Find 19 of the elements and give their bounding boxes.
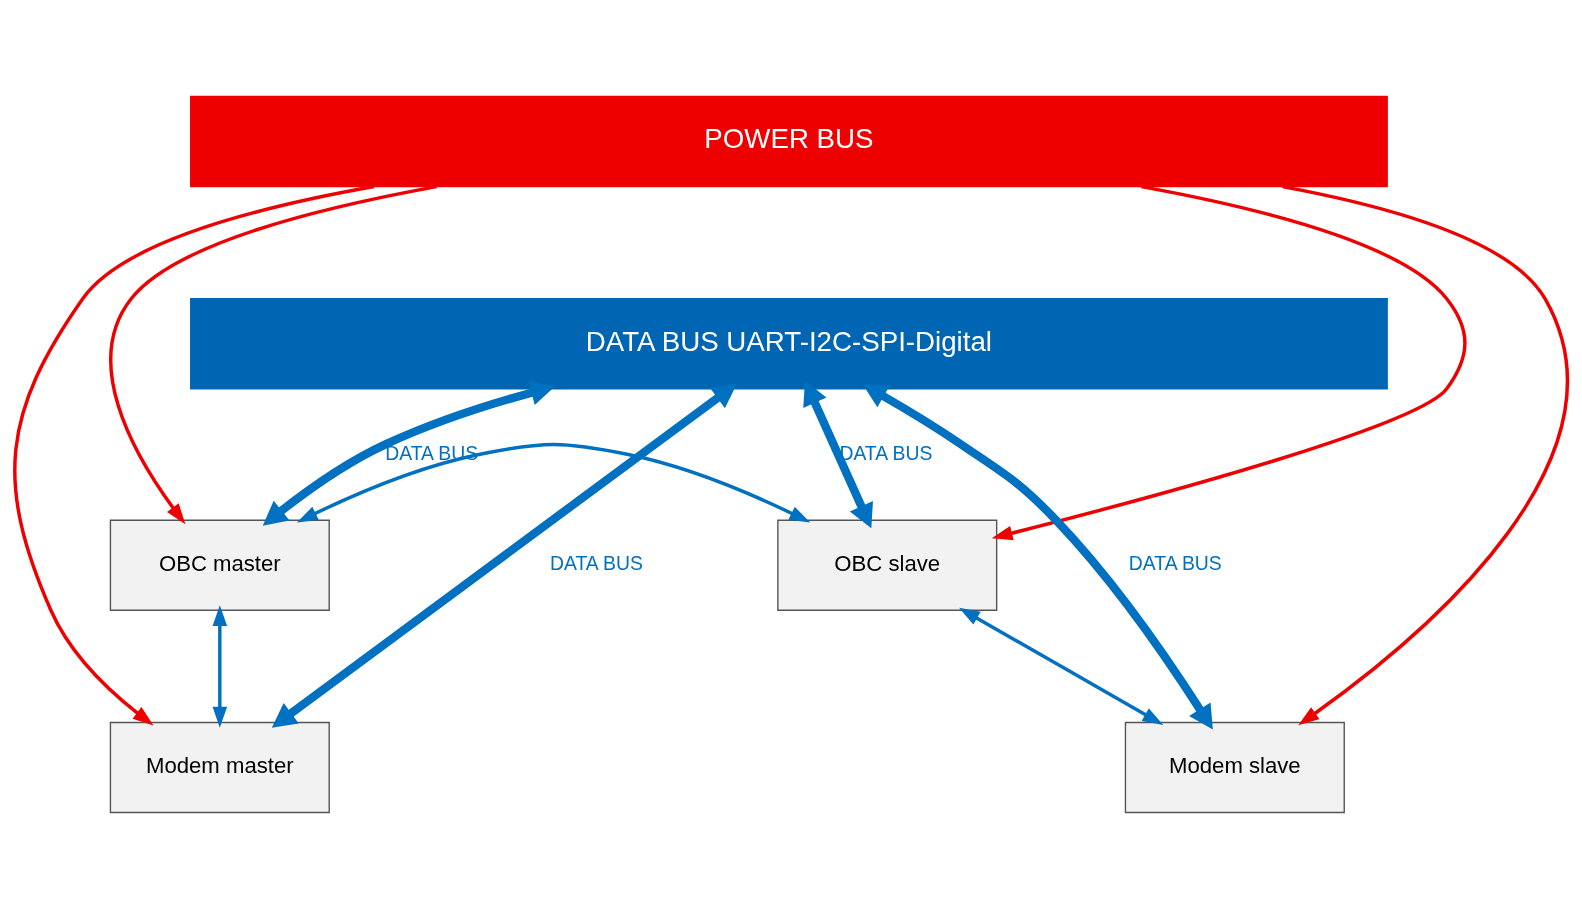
arrow	[271, 383, 737, 728]
node-box: Modem slave	[1124, 721, 1345, 814]
node-box: DATA BUS UART-I2C-SPI-Digital	[190, 298, 1388, 390]
arrow	[1282, 184, 1569, 726]
arrow	[991, 184, 1467, 541]
arrow	[862, 384, 1213, 730]
edge-label: DATA BUS	[1128, 552, 1222, 575]
arrow	[959, 607, 1164, 725]
arrow	[212, 605, 228, 728]
arrow	[13, 184, 375, 726]
node-box: Modem master	[109, 721, 330, 814]
arrow	[109, 184, 437, 525]
arrow	[296, 442, 811, 523]
arrow	[803, 380, 873, 529]
node-box: OBC slave	[777, 519, 998, 611]
edge-label: DATA BUS	[549, 552, 643, 575]
arrow	[262, 380, 555, 526]
node-box: OBC master	[109, 519, 330, 611]
node-box: POWER BUS	[190, 95, 1388, 188]
